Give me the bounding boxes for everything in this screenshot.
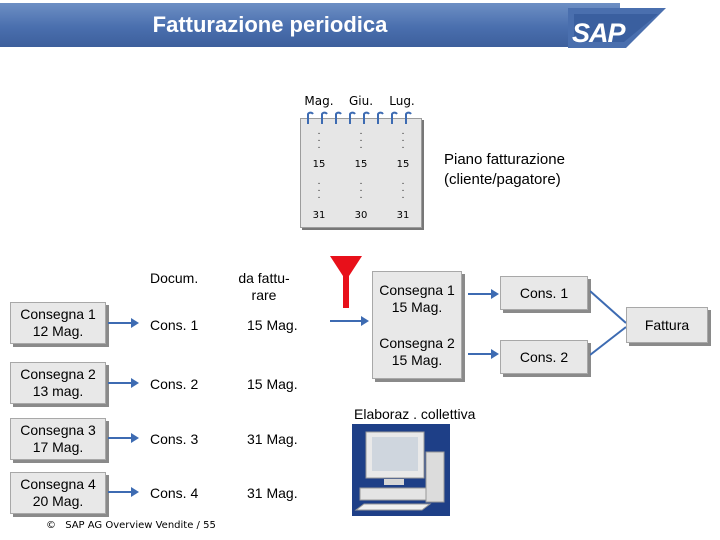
calendar-date-july-mid: 15 (396, 159, 410, 170)
column-header-due: da fattu- rare (236, 270, 292, 304)
calendar-dots: ... (359, 176, 363, 201)
delivery-date: 17 Mag. (32, 439, 84, 455)
footer-text: SAP AG Overview Vendite / 55 (65, 520, 216, 531)
delivery-label: Consegna 1 (20, 306, 96, 322)
calendar-label-line2: (cliente/pagatore) (444, 171, 561, 188)
due-date-cell: 31 Mag. (247, 485, 298, 501)
delivery-label: Consegna 2 (20, 366, 96, 382)
calendar-date-may-mid: 15 (312, 159, 326, 170)
calendar-month-june: Giu. (348, 94, 374, 108)
calendar-label-line1: Piano fatturazione (444, 151, 565, 168)
delivery-label: Consegna 4 (20, 476, 96, 492)
calendar-date-may-end: 31 (312, 210, 326, 221)
column-header-document: Docum. (150, 270, 199, 286)
billing-calendar (300, 118, 422, 228)
due-date-cell: 15 Mag. (247, 376, 298, 392)
copyright-icon: © (46, 520, 56, 531)
calendar-date-june-mid: 15 (354, 159, 368, 170)
delivery-label: Consegna 3 (20, 422, 96, 438)
document-cell: Cons. 4 (150, 485, 199, 501)
page-title: Fatturazione periodica (152, 12, 388, 37)
column-header-due-line1: da fattu- (238, 270, 290, 286)
calendar-dots: ... (401, 126, 405, 151)
footer: © SAP AG Overview Vendite / 55 (46, 520, 246, 531)
document-cell: Cons. 1 (150, 317, 199, 333)
result-document-2: Cons. 2 (500, 340, 588, 374)
calendar-date-july-end: 31 (396, 210, 410, 221)
due-date-cell: 15 Mag. (247, 317, 298, 333)
calendar-rings-icon (307, 111, 412, 124)
calendar-dots: ... (317, 176, 321, 201)
arrow-icon (468, 289, 499, 299)
arrow-icon (330, 316, 369, 326)
selected-delivery-date: 15 Mag. (391, 351, 443, 368)
due-date-cell: 31 Mag. (247, 431, 298, 447)
computer-icon (352, 424, 450, 516)
collective-processing-label: Elaboraz . collettiva (354, 406, 476, 422)
delivery-date: 12 Mag. (32, 323, 84, 339)
header-bar (0, 3, 620, 47)
sap-logo-icon (568, 8, 666, 48)
sap-logo-text: SAP (572, 18, 626, 48)
arrow-icon (108, 487, 139, 497)
arrow-icon (108, 318, 139, 328)
selected-delivery-label: Consegna 1 (379, 281, 455, 298)
arrow-icon (108, 433, 139, 443)
document-cell: Cons. 3 (150, 431, 199, 447)
delivery-date: 13 mag. (32, 383, 84, 399)
delivery-date: 20 Mag. (32, 493, 84, 509)
calendar-date-june-end: 30 (354, 210, 368, 221)
column-header-due-line2: rare (251, 287, 277, 303)
calendar-label: Piano fatturazione (cliente/pagatore) (444, 150, 604, 190)
connector-lines (590, 290, 627, 356)
selected-delivery-label: Consegna 2 (379, 334, 455, 351)
calendar-dots: ... (317, 126, 321, 151)
calendar-month-may: Mag. (304, 94, 334, 108)
calendar-dots: ... (359, 126, 363, 151)
document-cell: Cons. 2 (150, 376, 199, 392)
calendar-month-july: Lug. (389, 94, 415, 108)
arrow-icon (108, 378, 139, 388)
result-document-1: Cons. 1 (500, 276, 588, 310)
arrow-icon (468, 349, 499, 359)
selected-delivery-date: 15 Mag. (391, 298, 443, 315)
calendar-dots: ... (401, 176, 405, 201)
invoice-box: Fattura (626, 307, 708, 343)
filter-funnel-icon (330, 256, 362, 308)
